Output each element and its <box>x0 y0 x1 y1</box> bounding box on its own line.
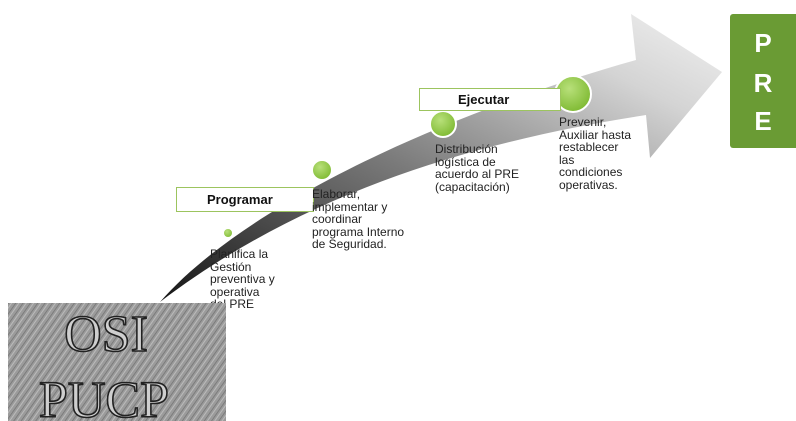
stage-label-ejecutar: Ejecutar <box>458 92 510 107</box>
logo-line-1: OSI <box>64 306 148 363</box>
stage-box-ejecutar <box>419 88 561 111</box>
step-text-4: Prevenir, Auxiliar hasta restablecer las… <box>559 115 632 192</box>
osi-pucp-logo: OSI PUCP <box>8 303 226 421</box>
pre-target-box <box>730 14 796 148</box>
step-text-1: Planifica la Gestión preventiva y operat… <box>210 247 275 311</box>
pre-letter-r: R <box>753 68 773 98</box>
logo-line-2: PUCP <box>39 372 169 421</box>
stage-label-programar: Programar <box>207 192 273 207</box>
step-dot-2 <box>311 159 333 181</box>
stage-box-programar <box>176 187 314 212</box>
step-dot-3 <box>429 110 457 138</box>
pre-letter-p: P <box>754 28 772 58</box>
pre-letter-e: E <box>754 106 772 136</box>
step-text-3: Distribución logística de acuerdo al PRE… <box>435 142 520 194</box>
step-dot-1 <box>222 227 234 239</box>
step-text-2: Elaborar, implementar y coordinar progra… <box>312 187 405 251</box>
